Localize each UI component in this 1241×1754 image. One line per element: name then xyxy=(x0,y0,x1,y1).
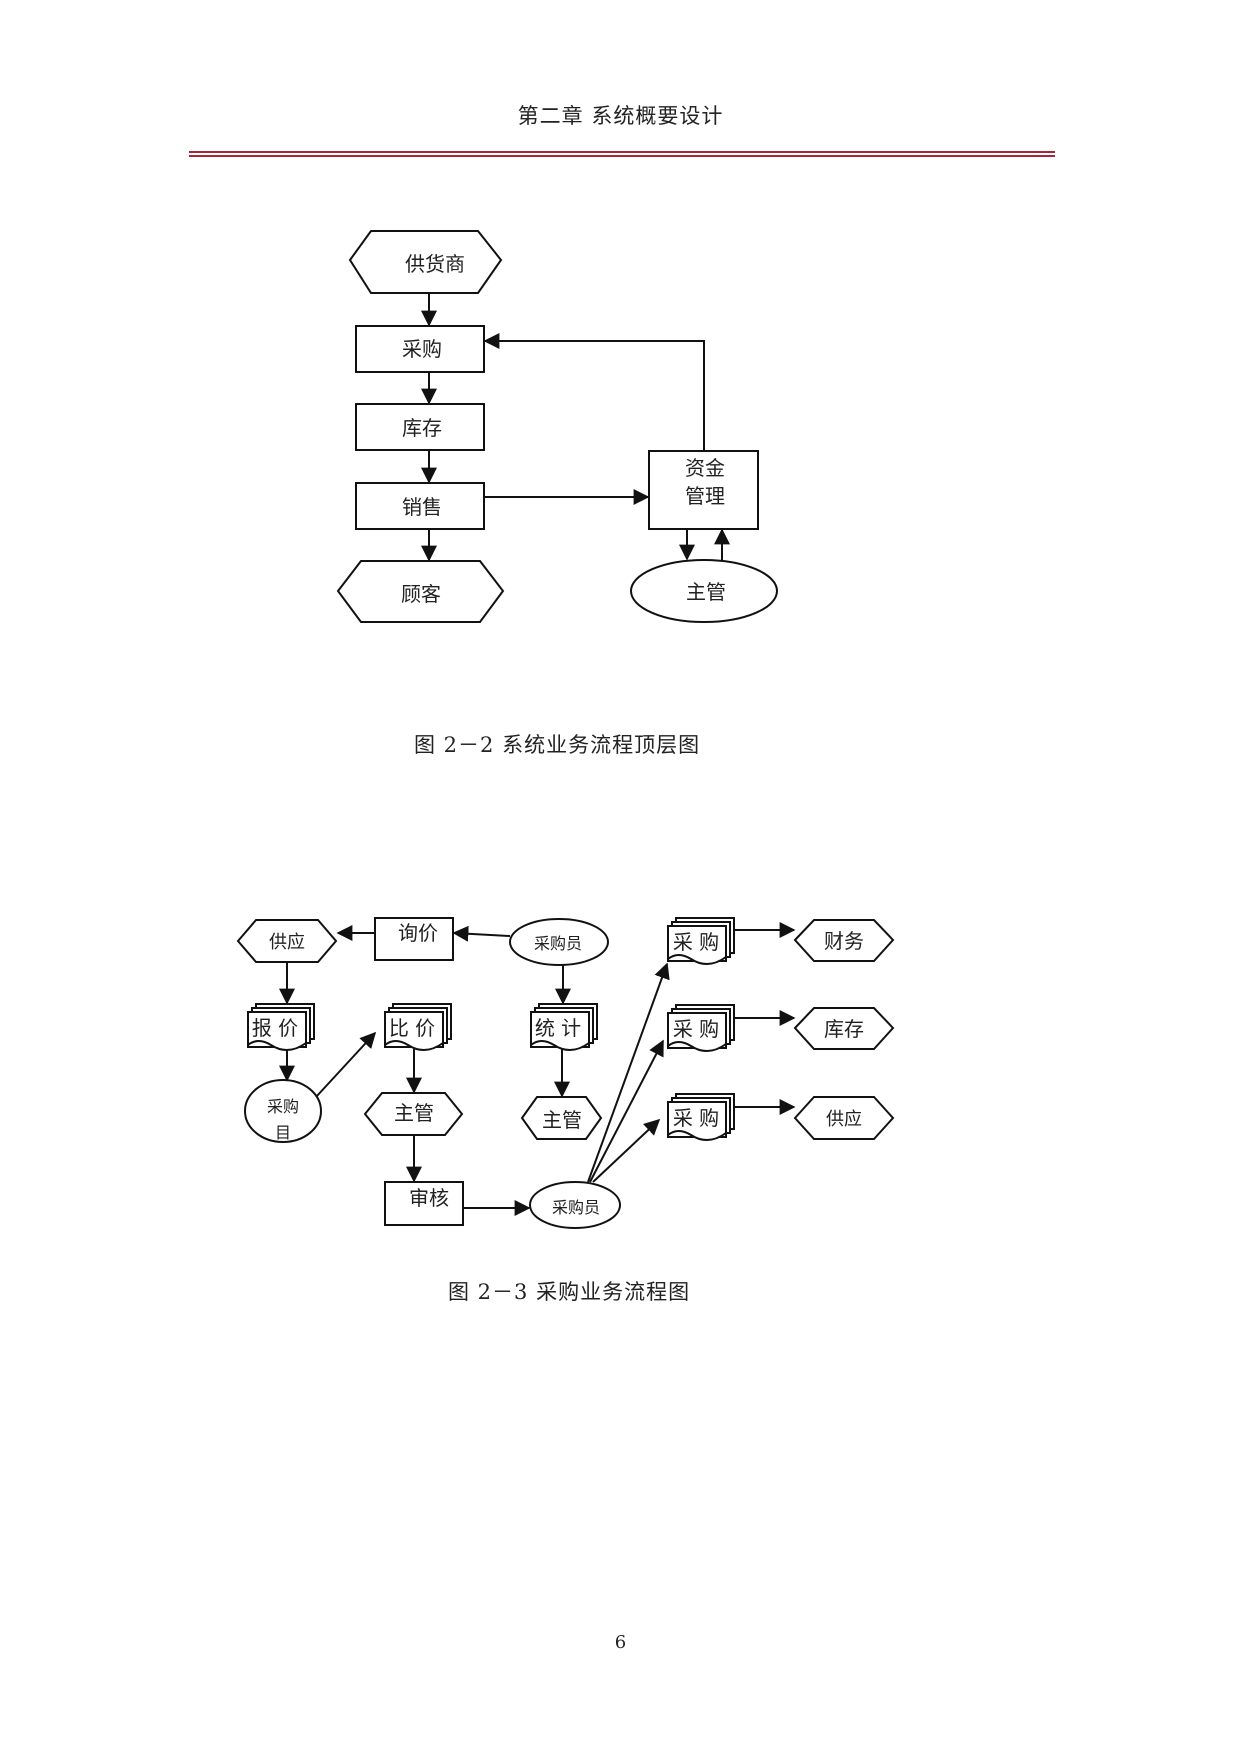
node-inquiry-shape xyxy=(374,917,454,961)
figure-caption-2-3: 图 2－3 采购业务流程图 xyxy=(448,1280,691,1304)
node-inventory-shape xyxy=(355,403,485,451)
diagram-purchase-flow xyxy=(236,917,895,1229)
node-review-shape xyxy=(384,1181,464,1226)
node-supplier-left-label: 供应 xyxy=(269,932,305,953)
node-fund-label-line1: 资金 xyxy=(685,456,725,480)
node-manager-right-label: 主管 xyxy=(542,1108,582,1132)
node-customer-label: 顾客 xyxy=(401,582,441,606)
arrow-buyer-doc2 xyxy=(589,1039,664,1183)
arrow-buyer-doc1 xyxy=(587,962,670,1183)
node-supplier-right-shape xyxy=(793,1096,895,1140)
figure-caption-2-2: 图 2－2 系统业务流程顶层图 xyxy=(414,733,701,757)
node-inventory2-label: 库存 xyxy=(824,1017,864,1041)
node-quote-doc xyxy=(247,1003,315,1051)
arrow-buyer-doc3 xyxy=(592,1118,661,1183)
node-supplier-right-label: 供应 xyxy=(826,1109,862,1130)
node-buyer-top-label: 采购员 xyxy=(534,934,582,953)
page-number: 6 xyxy=(614,1632,627,1653)
node-doc2 xyxy=(667,1004,735,1052)
node-inventory2-shape xyxy=(793,1007,895,1050)
node-buyer-left-label-line1: 采购 xyxy=(267,1097,299,1116)
node-quote-label: 报 价 xyxy=(252,1016,298,1040)
node-inventory-label: 库存 xyxy=(402,416,442,440)
node-inquiry-label: 询价 xyxy=(398,921,438,945)
node-finance-shape xyxy=(793,919,895,962)
node-supplier-shape xyxy=(348,230,503,294)
node-customer-shape xyxy=(336,560,505,623)
node-manager-shape xyxy=(630,559,778,623)
node-buyer-bottom-label: 采购员 xyxy=(552,1198,600,1217)
node-manager-label: 主管 xyxy=(686,580,726,604)
node-manager-mid-label: 主管 xyxy=(394,1101,434,1125)
diagram-top-level-flow xyxy=(336,230,778,623)
node-buyer-left-label-line2: 目 xyxy=(275,1123,291,1142)
node-purchase-shape xyxy=(355,325,485,373)
node-manager-mid-shape xyxy=(363,1092,464,1136)
node-buyer-top-shape xyxy=(509,918,609,966)
page-header-title: 第二章 系统概要设计 xyxy=(517,104,724,128)
node-compare-doc xyxy=(384,1003,452,1051)
node-purchase-label: 采购 xyxy=(402,337,442,361)
node-supplier-label: 供货商 xyxy=(405,252,465,276)
node-doc2-label: 采 购 xyxy=(673,1017,719,1041)
node-fund-shape xyxy=(648,450,759,530)
node-sales-shape xyxy=(355,482,485,530)
node-stats-label: 统 计 xyxy=(535,1016,581,1040)
node-doc3-label: 采 购 xyxy=(673,1106,719,1130)
node-supplier-left-shape xyxy=(236,919,338,963)
node-compare-label: 比 价 xyxy=(389,1016,435,1040)
arrow-buyer-inquiry xyxy=(452,925,511,942)
node-review-label: 审核 xyxy=(409,1186,449,1210)
arrow-buyer-compare xyxy=(315,1031,377,1098)
node-manager-right-shape xyxy=(520,1096,603,1140)
node-doc3 xyxy=(667,1093,735,1141)
node-finance-label: 财务 xyxy=(824,929,864,953)
header-rule xyxy=(189,151,1055,157)
arrow-fund-purchase xyxy=(483,333,705,451)
node-fund-label-line2: 管理 xyxy=(685,484,725,508)
node-stats-doc xyxy=(530,1003,598,1051)
node-doc1 xyxy=(667,917,735,965)
node-doc1-label: 采 购 xyxy=(673,930,719,954)
node-sales-label: 销售 xyxy=(402,495,442,519)
